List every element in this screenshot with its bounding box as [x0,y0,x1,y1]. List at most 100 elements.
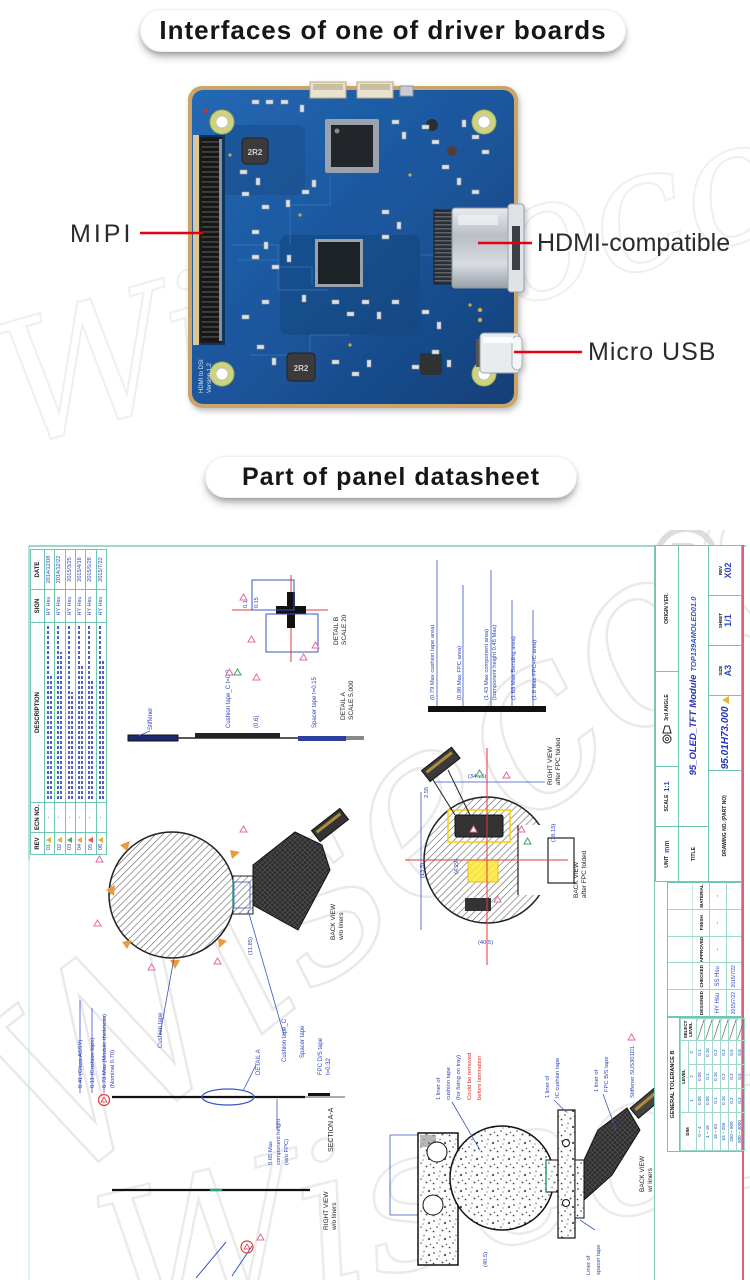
dim-label: (w/o FPC) [284,1139,290,1165]
driver-board: 2R2 2R2 [188,81,525,408]
triangle-markers [93,825,248,971]
round-cap [447,146,457,156]
dim-label: (0.79 Max cushion tape area) [430,625,436,700]
svg-text:Version 1.2: Version 1.2 [207,362,213,393]
triangle-markers [469,771,526,903]
dim-label: (Nominal 0.70) [110,1050,116,1088]
detail-b-view: 0.1 0.15 DETAIL B SCALE 20 [232,575,348,662]
banner-interfaces: Interfaces of one of driver boards [140,9,626,52]
rev-row: 06 - HY Hsu 2015/7/22 [96,549,107,855]
dim-label: (1.43 Max component area) [484,629,490,700]
dim-label: 2.55 [424,787,430,798]
back-view-after-fpc-folded: (34.15) 2.55 (13.5) (4.29) (18.15) (40.5… [405,746,588,965]
view-label: w/o liners [338,912,345,941]
signoff-designed: DESIGNED HY Hsu 2015/7/22 [668,989,741,1016]
dim-label: (11.85) [248,937,254,955]
annotation: Liner of [586,1255,592,1275]
back-view-without-liners: (11.85) Cushion tape Cushion tape_C Spac… [93,807,350,1075]
signoff-checked: CHECKED SS Hsu 2015/7/22 [668,962,741,990]
dim-label: 0.15 [254,597,260,608]
annotation-warning: before lamination [477,1056,483,1100]
tape-tabs [106,841,240,969]
gold-vias [228,153,483,347]
unit-value: mm [663,840,671,853]
signoff-approved: APPROVED - [668,935,741,963]
tolerance-title: GENERAL TOLERANCE B [668,1018,680,1151]
banner-datasheet-text: Part of panel datasheet [241,462,541,491]
mipi-ffc-connector [193,135,225,345]
annotation: spacer tape [596,1245,602,1275]
third-angle-projection-icon [662,725,672,744]
sign-header: SIGN [30,589,45,623]
passive-components [239,99,490,377]
sheet-frame [28,545,746,1280]
revision-table: REV ECN NO. DESCRIPTION SIGN DATE 01 - H… [30,549,107,855]
dim-label: 0.11 (Cushion tape) [90,1037,96,1088]
fpc-connector [420,746,461,783]
detail-callout: DETAIL A [256,1049,262,1075]
angle-label: 3rd ANGLE [664,694,671,721]
title-block-margin [655,1152,742,1280]
annotation-warning: Could be removed [467,1053,473,1100]
hdmi-label: HDMI-compatible [537,229,730,257]
view-label: BACK VIEW [573,861,580,898]
annotation: 1 liner of [594,1069,600,1092]
usb-callout: Micro USB [514,338,716,366]
dim-label: (1.8 Max FPC+IC area) [532,640,538,700]
triangle-markers [239,593,320,661]
annotation: Cushion tape_C t=0.2 [226,669,232,728]
dim-label: (4.29) [454,859,460,874]
view-label: after FPC folded [581,850,588,898]
rev-cell: REV X02 [717,562,733,579]
annotation: (for fixing on tray) [456,1055,462,1100]
origin-ver-label: ORIGIN VER. [664,593,671,624]
view-label: after FPC folded [555,737,562,785]
view-label: SECTION A-A [328,1107,335,1152]
warning-triangle-icon [721,696,729,705]
annotation: Stiffener [148,708,154,730]
board-callouts: MIPI HDMI-compatible Micro USB [70,220,730,366]
view-label: BACK VIEW [330,903,337,940]
view-label: SCALE 20 [341,614,348,645]
description-header: DESCRIPTION [30,622,45,803]
red-circle-marker [97,1093,111,1107]
mipi-label: MIPI [70,220,133,248]
inductor-label: 2R2 [294,364,309,373]
inductor-2r2-bottom: 2R2 [286,352,316,382]
annotation: 1 liner of [545,1075,551,1098]
sheet-cell: SHEET 1/1 [709,595,741,646]
annotation: Cushion tape_C [282,1018,288,1062]
back-view-with-liners: 1 liner of cushion tape (for fixing on t… [195,1033,666,1279]
banner-datasheet: Part of panel datasheet [205,456,577,498]
rev-row: 02 - HY Hsu 2014/12/22 [54,549,66,855]
usb-label: Micro USB [588,338,716,366]
annotation: Spacer tape [300,1025,306,1058]
top-edge-connectors [309,81,414,99]
svg-text:HDMI to DSI: HDMI to DSI [199,359,205,393]
qfn-chip [315,239,363,287]
micro-usb-connector [476,332,523,374]
view-label: w/ liners [647,1167,654,1193]
title-box: UNIT mm SCALE 1:1 3rd ANGLE ORIGIN [655,545,742,882]
right-view-without-liners: RIGHT VIEW w/o liners [112,1188,338,1231]
section-a-a-view: DETAIL A 0.65 Max component height (w/o … [112,1049,345,1165]
unit-label: UNIT [664,855,671,868]
annotation: Spacer tape t=0.15 [312,676,318,728]
panel-datasheet-figure: Wisecoco Wisecoco R 0.1 0.15 [0,530,750,1280]
annotation: IC cushion tape [555,1058,561,1098]
inductor-2r2-top: 2R2 [241,137,269,165]
dim-label: (0.98 Max FPC area) [457,646,463,700]
detail-a-view: Stiffener Cushion tape_C t=0.2 (0.6) Spa… [127,668,364,742]
rev-row: 05 - HY Hsu 2015/5/28 [85,549,97,855]
silkscreen-text: HDMI to DSI Version 1.2 [199,359,213,393]
module-title: 95_OLED_TFT Module TOP139AMOLED01.0 [688,596,700,776]
banner-interfaces-text: Interfaces of one of driver boards [159,15,607,45]
dim-label: (component height 0.45 Max) [492,625,498,700]
annotation: cushion tape [446,1067,452,1100]
view-label: w/o liners [331,1202,338,1231]
triangle-markers [475,769,532,845]
dim-label: (13.5) [420,863,426,878]
qfp-chip [325,119,379,173]
signoff-table: DESIGNED HY Hsu 2015/7/22 CHECKED SS Hsu… [667,882,742,1017]
